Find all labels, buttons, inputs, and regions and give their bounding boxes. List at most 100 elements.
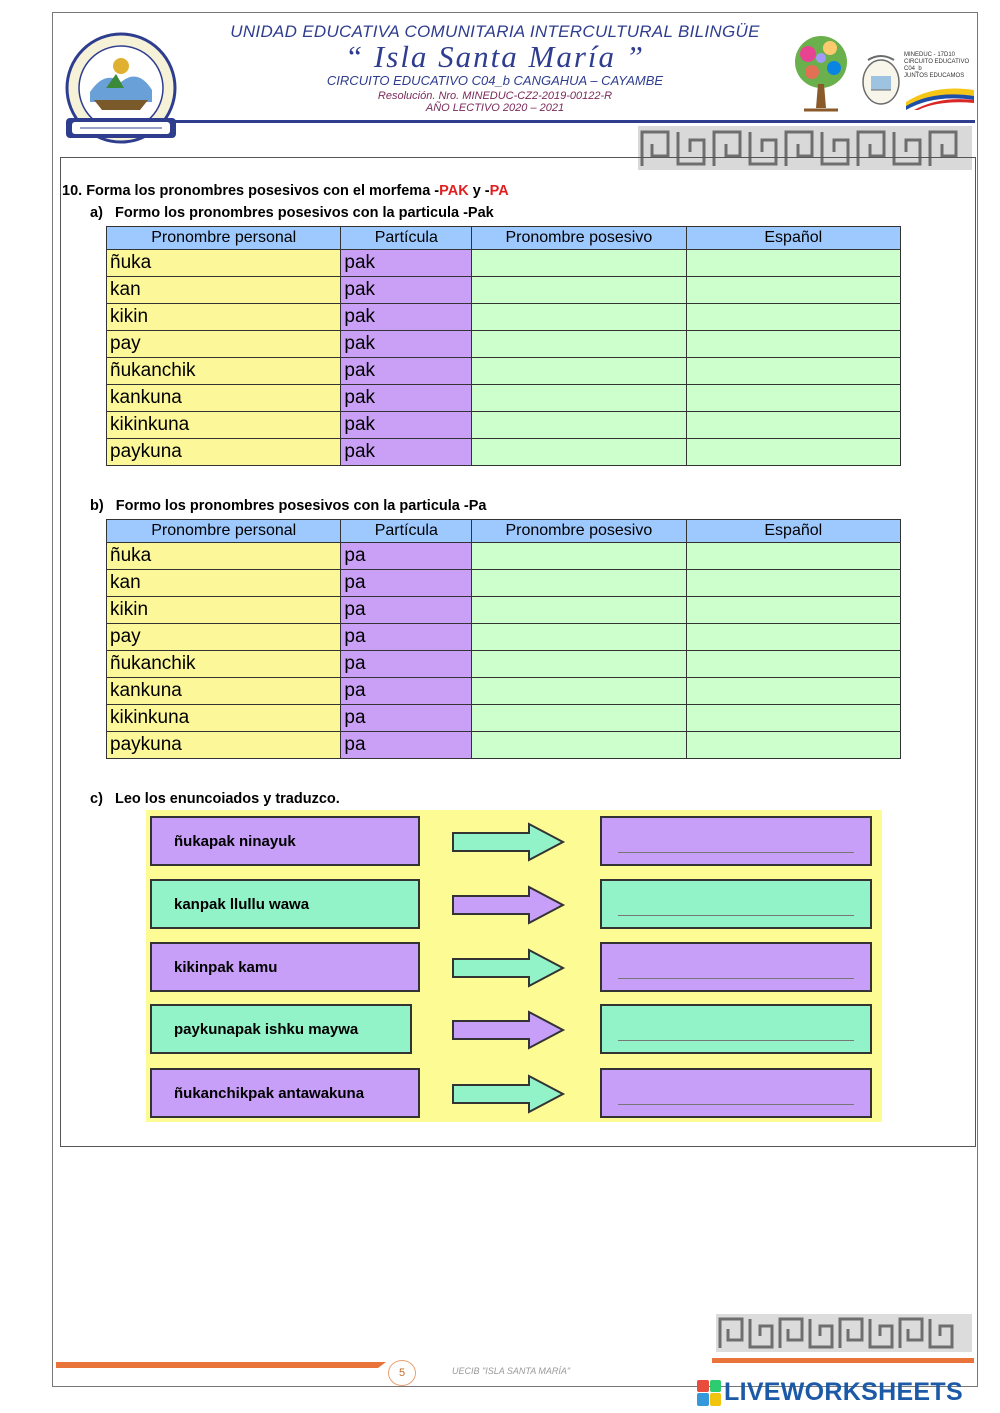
table-pa: Pronombre personal Partícula Pronombre p… [105, 519, 902, 759]
spanish-answer-field[interactable] [685, 384, 902, 412]
spanish-answer-field[interactable] [685, 596, 902, 624]
translation-answer-box[interactable] [600, 942, 872, 992]
possessive-answer-field[interactable] [471, 249, 687, 277]
translation-answer-box[interactable] [600, 879, 872, 929]
possessive-answer-field[interactable] [471, 569, 687, 597]
personal-pronoun: kikinkuna [105, 704, 342, 732]
greca-pattern-top-icon [638, 126, 972, 170]
possessive-answer-field[interactable] [471, 384, 687, 412]
personal-pronoun: paykuna [105, 438, 342, 466]
header-possessive: Pronombre posesivo [471, 226, 687, 250]
translation-row: ñukapak ninayuk [146, 812, 882, 866]
possessive-answer-field[interactable] [471, 704, 687, 732]
school-motto: “ Isla Santa María ” [344, 39, 646, 74]
sentence-box: kikinpak kamu [150, 942, 420, 992]
personal-pronoun: ñuka [105, 249, 342, 277]
possessive-answer-field[interactable] [471, 596, 687, 624]
possessive-answer-field[interactable] [471, 330, 687, 358]
translation-answer-box[interactable] [600, 1004, 872, 1054]
spanish-answer-field[interactable] [685, 357, 902, 385]
particle: pa [340, 596, 473, 624]
school-name: UNIDAD EDUCATIVA COMUNITARIA INTERCULTUR… [230, 22, 760, 41]
tree-logo-icon [795, 36, 847, 112]
spanish-answer-field[interactable] [685, 330, 902, 358]
section-b-title: b) Formo los pronombres posesivos con la… [90, 498, 486, 514]
header-spanish: Español [685, 519, 902, 543]
personal-pronoun: ñukanchik [105, 357, 342, 385]
possessive-answer-field[interactable] [471, 438, 687, 466]
possessive-answer-field[interactable] [471, 542, 687, 570]
table-pak: Pronombre personal Partícula Pronombre p… [105, 226, 902, 466]
mineduc-logo: MINEDUC - 17D10 CIRCUITO EDUCATIVO C04_b… [904, 52, 976, 112]
personal-pronoun: kan [105, 569, 342, 597]
mineduc-line1: MINEDUC - 17D10 [904, 52, 956, 58]
resolution: Resolución. Nro. MINEDUC-CZ2-2019-00122-… [377, 90, 613, 102]
particle: pa [340, 650, 473, 678]
school-logo-icon [65, 32, 177, 144]
arrow-right-icon [452, 948, 566, 988]
possessive-answer-field[interactable] [471, 357, 687, 385]
personal-pronoun: kan [105, 276, 342, 304]
school-header: UNIDAD EDUCATIVA COMUNITARIA INTERCULTUR… [205, 22, 785, 114]
spanish-answer-field[interactable] [685, 438, 902, 466]
particle: pa [340, 677, 473, 705]
section-b-text: Formo los pronombres posesivos con la pa… [115, 498, 487, 514]
question-text: Forma los pronombres posesivos con el mo… [86, 183, 440, 199]
table-header-row: Pronombre personal Partícula Pronombre p… [105, 226, 902, 250]
question-number: 10. [62, 183, 83, 199]
translation-answer-box[interactable] [600, 1068, 872, 1118]
possessive-answer-field[interactable] [471, 623, 687, 651]
translation-row: ñukanchikpak antawakuna [146, 1064, 882, 1118]
header-personal: Pronombre personal [105, 519, 342, 543]
circuit: CIRCUITO EDUCATIVO C04_b CANGAHUA – CAYA… [326, 73, 664, 88]
section-c-title: c) Leo los enuncoiados y traduzco. [90, 791, 340, 807]
possessive-answer-field[interactable] [471, 650, 687, 678]
possessive-answer-field[interactable] [471, 276, 687, 304]
morpheme-pa: PA [489, 183, 509, 199]
spanish-answer-field[interactable] [685, 303, 902, 331]
liveworksheets-brand[interactable]: LIVEWORKSHEETS [697, 1378, 963, 1407]
particle: pa [340, 542, 473, 570]
header-particle: Partícula [340, 519, 473, 543]
translation-row: paykunapak ishku maywa [146, 1000, 882, 1054]
school-year: AÑO LECTIVO 2020 – 2021 [425, 102, 565, 114]
spanish-answer-field[interactable] [685, 249, 902, 277]
possessive-answer-field[interactable] [471, 303, 687, 331]
possessive-answer-field[interactable] [471, 731, 687, 759]
section-a-label: a) [90, 205, 103, 221]
spanish-answer-field[interactable] [685, 650, 902, 678]
particle: pak [340, 330, 473, 358]
spanish-answer-field[interactable] [685, 704, 902, 732]
spanish-answer-field[interactable] [685, 623, 902, 651]
possessive-answer-field[interactable] [471, 411, 687, 439]
spanish-answer-field[interactable] [685, 677, 902, 705]
spanish-answer-field[interactable] [685, 276, 902, 304]
footer-bar-right [712, 1358, 974, 1363]
possessive-answer-field[interactable] [471, 677, 687, 705]
personal-pronoun: kankuna [105, 677, 342, 705]
sentence-box: ñukapak ninayuk [150, 816, 420, 866]
spanish-answer-field[interactable] [685, 731, 902, 759]
morpheme-pak: PAK [439, 183, 469, 199]
answer-line [618, 978, 854, 979]
greca-pattern-bottom-icon [716, 1314, 972, 1352]
spanish-answer-field[interactable] [685, 569, 902, 597]
particle: pak [340, 276, 473, 304]
personal-pronoun: kikinkuna [105, 411, 342, 439]
personal-pronoun: ñukanchik [105, 650, 342, 678]
mineduc-line3: JUNTOS EDUCAMOS [904, 73, 965, 79]
spanish-answer-field[interactable] [685, 542, 902, 570]
translation-answer-box[interactable] [600, 816, 872, 866]
spanish-answer-field[interactable] [685, 411, 902, 439]
header-particle: Partícula [340, 226, 473, 250]
footer-bar-icon [56, 1362, 386, 1368]
answer-line [618, 1104, 854, 1105]
mineduc-line2: CIRCUITO EDUCATIVO C04_b [904, 59, 970, 72]
